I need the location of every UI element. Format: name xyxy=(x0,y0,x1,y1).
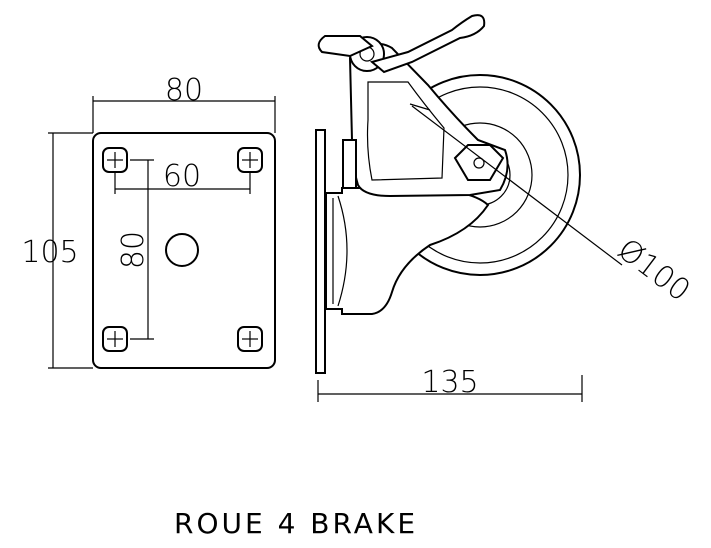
mounting-plate xyxy=(92,132,276,369)
center-hole xyxy=(165,233,199,267)
brake-pedal xyxy=(369,14,486,74)
brake-lever xyxy=(317,35,374,58)
mounting-hole-top-left xyxy=(102,147,128,173)
dim-hole-spacing-y: 80 xyxy=(116,231,151,269)
caster-side-view: Ø100 135 xyxy=(315,14,697,402)
axle-nut xyxy=(453,144,505,181)
dim-hole-spacing-x: 60 xyxy=(163,159,201,194)
fork-inner-cutout xyxy=(366,81,445,181)
mounting-plate-side xyxy=(315,129,326,374)
mounting-plate-view: 80 105 60 80 xyxy=(21,73,276,369)
fork-pin xyxy=(342,139,357,189)
dim-plate-width: 80 xyxy=(165,73,203,108)
mounting-hole-bottom-left xyxy=(102,326,128,352)
dim-wheel-diameter: Ø100 xyxy=(611,232,697,309)
drawing-title: ROUE 4 BRAKE xyxy=(174,507,418,540)
dim-total-height: 135 xyxy=(421,365,478,400)
swivel-bearing xyxy=(332,195,348,307)
swivel-housing xyxy=(325,187,490,315)
axle-center xyxy=(473,157,485,169)
dim-plate-height: 105 xyxy=(21,235,78,270)
diameter-leader xyxy=(411,105,623,266)
mounting-hole-top-right xyxy=(237,147,263,173)
mounting-hole-bottom-right xyxy=(237,326,263,352)
